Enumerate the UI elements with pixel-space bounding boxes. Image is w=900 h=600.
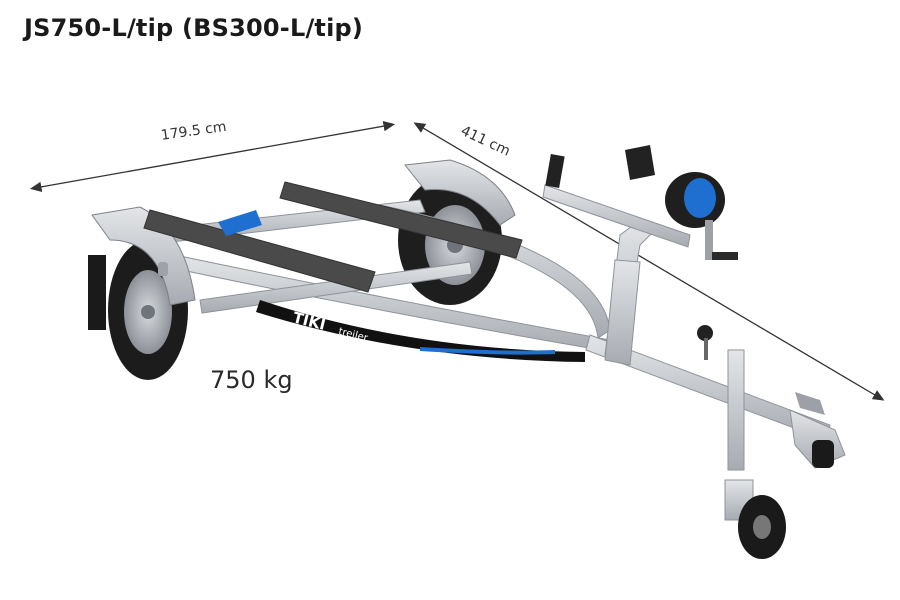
coupling-head	[789, 392, 846, 469]
right-bunk	[279, 181, 523, 259]
product-title: JS750-L/tip (BS300-L/tip)	[24, 14, 364, 42]
bow-pad	[545, 154, 565, 188]
rear-right-fender	[404, 159, 516, 226]
winch	[665, 172, 738, 260]
blue-bow-stop	[218, 210, 262, 236]
brand-stripe	[256, 300, 585, 362]
width-dimension-arrow	[29, 121, 396, 192]
jockey-wheel	[697, 325, 786, 559]
mudflap	[88, 255, 106, 330]
length-dimension-arrow	[413, 122, 885, 401]
brand-logo: TIKI	[291, 308, 327, 333]
left-bunk	[143, 209, 376, 293]
trailer-frame	[149, 184, 831, 441]
capacity-label: 750 kg	[210, 366, 293, 394]
tail-light	[158, 262, 168, 276]
brand-stripe-accent	[420, 347, 555, 355]
bow-roller	[625, 145, 655, 180]
